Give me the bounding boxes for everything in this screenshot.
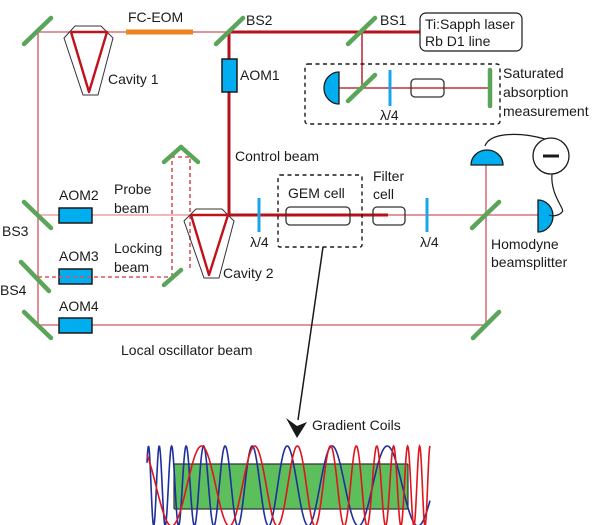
coil-blue bbox=[146, 444, 431, 525]
filter-cell-label-line2: cell bbox=[373, 186, 394, 202]
bs3-label: BS3 bbox=[2, 223, 29, 239]
beamsplitter-bs3 bbox=[21, 199, 54, 231]
local-oscillator-label: Local oscillator beam bbox=[121, 342, 253, 358]
filter-cell-label-line1: Filter bbox=[373, 168, 404, 184]
homodyne-detector-right bbox=[537, 199, 554, 233]
cavity1-outline bbox=[63, 25, 114, 96]
mirrors bbox=[18, 15, 502, 341]
qwp1-label: λ/4 bbox=[250, 234, 269, 250]
sat-abs-label-line2: absorption bbox=[503, 84, 568, 100]
gem-cell-label: GEM cell bbox=[288, 185, 345, 201]
aom4 bbox=[58, 317, 93, 334]
aom2-label: AOM2 bbox=[59, 187, 99, 203]
beamsplitter-bs2 bbox=[213, 15, 246, 47]
beamsplitter-bs1 bbox=[345, 15, 378, 47]
beam-locking-loop bbox=[171, 156, 191, 277]
bs1-label: BS1 bbox=[380, 12, 407, 28]
probe-beam-label-line1: Probe bbox=[114, 181, 152, 197]
aom2 bbox=[58, 207, 93, 224]
zoom-arrow-line bbox=[297, 246, 324, 421]
cavity2-label: Cavity 2 bbox=[223, 265, 274, 281]
mirror-top-left bbox=[21, 15, 54, 47]
locking-mirror-upper-right bbox=[178, 144, 201, 165]
homodyne-detector-top bbox=[470, 149, 504, 166]
sat-abs-label-line1: Saturated bbox=[503, 65, 564, 81]
control-beam-label: Control beam bbox=[235, 148, 319, 164]
laser-label-line2: Rb D1 line bbox=[425, 33, 491, 49]
laser-label-line1: Ti:Sapph laser bbox=[425, 16, 515, 32]
probe-beam-label-line2: beam bbox=[114, 200, 149, 216]
aom4-label: AOM4 bbox=[59, 298, 99, 314]
fc-eom-label: FC-EOM bbox=[128, 9, 183, 25]
locking-mirror-lower bbox=[161, 267, 184, 288]
gradient-coils bbox=[146, 443, 431, 525]
sat-abs-beamsplitter bbox=[345, 72, 378, 104]
saturated-absorption-box bbox=[304, 63, 501, 125]
cavity1-label: Cavity 1 bbox=[108, 71, 159, 87]
aom1-label: AOM1 bbox=[240, 67, 280, 83]
aom3-label: AOM3 bbox=[59, 248, 99, 264]
cavity-1 bbox=[63, 25, 114, 96]
wire-right-detector bbox=[548, 173, 564, 217]
aom1 bbox=[221, 58, 238, 93]
mirror-bottom-left bbox=[21, 309, 54, 341]
filter-cell bbox=[372, 206, 406, 226]
cavity2-beam bbox=[189, 213, 230, 277]
sat-abs-qwp-label: λ/4 bbox=[380, 107, 399, 123]
locking-mirror-upper-left bbox=[161, 144, 184, 165]
homodyne-label-line2: beamsplitter bbox=[491, 254, 568, 270]
sat-abs-label-line3: measurement bbox=[503, 103, 589, 119]
homodyne-label-line1: Homodyne bbox=[491, 236, 559, 252]
coil-red bbox=[146, 443, 431, 525]
gem-cell-box bbox=[277, 174, 363, 248]
cavity1-beam bbox=[69, 30, 109, 94]
homodyne-beamsplitter bbox=[469, 199, 502, 231]
bs4-label: BS4 bbox=[0, 282, 27, 298]
beamsplitter-bs4 bbox=[18, 259, 52, 294]
wire-top-detector bbox=[484, 133, 546, 147]
locking-beam-label-line1: Locking bbox=[114, 240, 162, 256]
laser-box bbox=[419, 12, 523, 52]
cavity2-outline bbox=[183, 208, 235, 279]
gem-cell bbox=[285, 206, 351, 226]
gradient-coils-label: Gradient Coils bbox=[312, 417, 401, 433]
sat-abs-detector bbox=[323, 71, 340, 105]
reference-vapor-cell bbox=[410, 78, 445, 98]
cavity-2 bbox=[183, 208, 235, 279]
locking-beam-label-line2: beam bbox=[114, 259, 149, 275]
zoom-arrow-head bbox=[286, 418, 307, 438]
mirror-bottom-right bbox=[470, 309, 502, 341]
qwp2-label: λ/4 bbox=[420, 234, 439, 250]
bs2-label: BS2 bbox=[246, 12, 273, 28]
